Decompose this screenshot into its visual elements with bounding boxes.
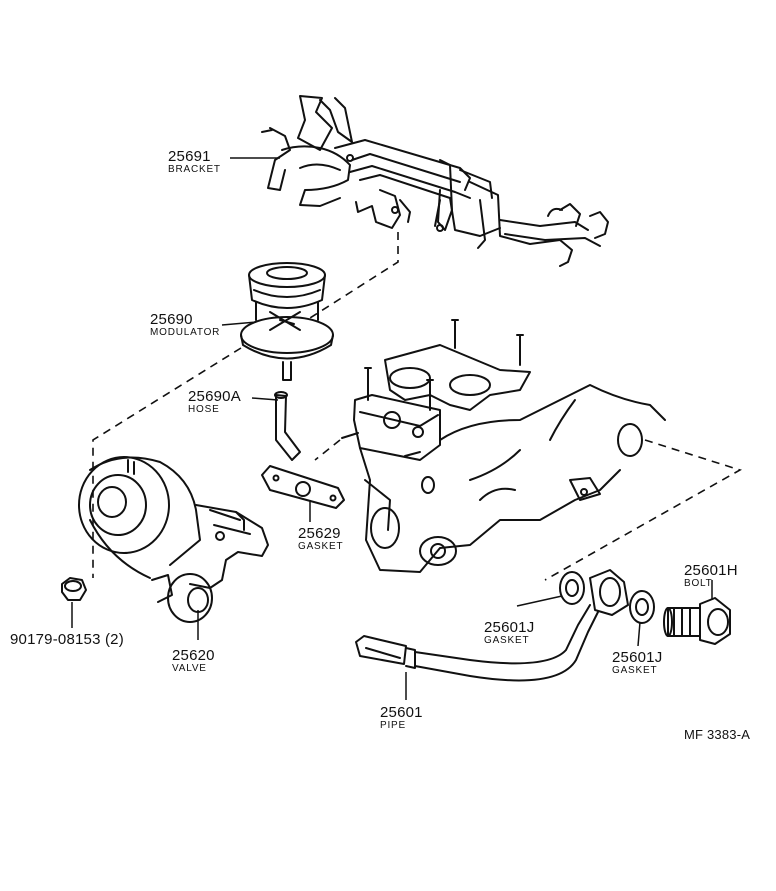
label-nut: 90179-08153 (2) [10,632,124,647]
label-gasket-c: 25601J GASKET [612,650,662,676]
label-modulator: 25690 MODULATOR [150,312,220,338]
alignment-lines [92,232,742,581]
hose-drawing [274,391,301,461]
intake-manifold-drawing [341,319,666,573]
label-gasket-b: 25601J GASKET [484,620,534,646]
modulator-part-name: MODULATOR [150,327,221,338]
union-eye-drawing [589,569,629,616]
bolt-part-number: 25601H [684,562,738,579]
bracket-part-name: BRACKET [168,164,221,175]
hose-part-name: HOSE [188,404,220,415]
hose-part-number: 25690A [188,388,241,405]
label-bracket: 25691 BRACKET [168,149,221,175]
pipe-part-number: 25601 [380,704,423,721]
gasket-a-drawing [261,465,345,509]
pipe-drawing [355,604,599,682]
gasket-b-drawing [559,571,585,605]
nut-drawing [61,577,87,601]
reference-code: MF 3383-A [684,727,751,742]
gasket-c-drawing [629,590,655,624]
gasket-a-part-name: GASKET [298,541,344,552]
pipe-part-name: PIPE [380,720,406,731]
valve-part-name: VALVE [172,663,207,674]
valve-drawing [78,456,269,623]
label-valve: 25620 VALVE [172,648,215,674]
label-bolt: 25601H BOLT [684,563,738,589]
label-hose: 25690A HOSE [188,389,241,415]
valve-part-number: 25620 [172,647,215,664]
modulator-drawing [240,262,334,381]
bracket-part-number: 25691 [168,148,211,165]
gasket-b-part-name: GASKET [484,635,530,646]
modulator-part-number: 25690 [150,311,193,328]
gasket-c-part-number: 25601J [612,649,663,666]
nut-part-number: 90179-08153 (2) [10,631,124,648]
bolt-drawing [663,597,731,645]
leader-lines [71,157,713,700]
bracket-drawing [261,95,609,267]
gasket-b-part-number: 25601J [484,619,535,636]
gasket-c-part-name: GASKET [612,665,658,676]
gasket-a-part-number: 25629 [298,525,341,542]
label-gasket-a: 25629 GASKET [298,526,343,552]
bolt-part-name: BOLT [684,578,713,589]
label-pipe: 25601 PIPE [380,705,423,731]
